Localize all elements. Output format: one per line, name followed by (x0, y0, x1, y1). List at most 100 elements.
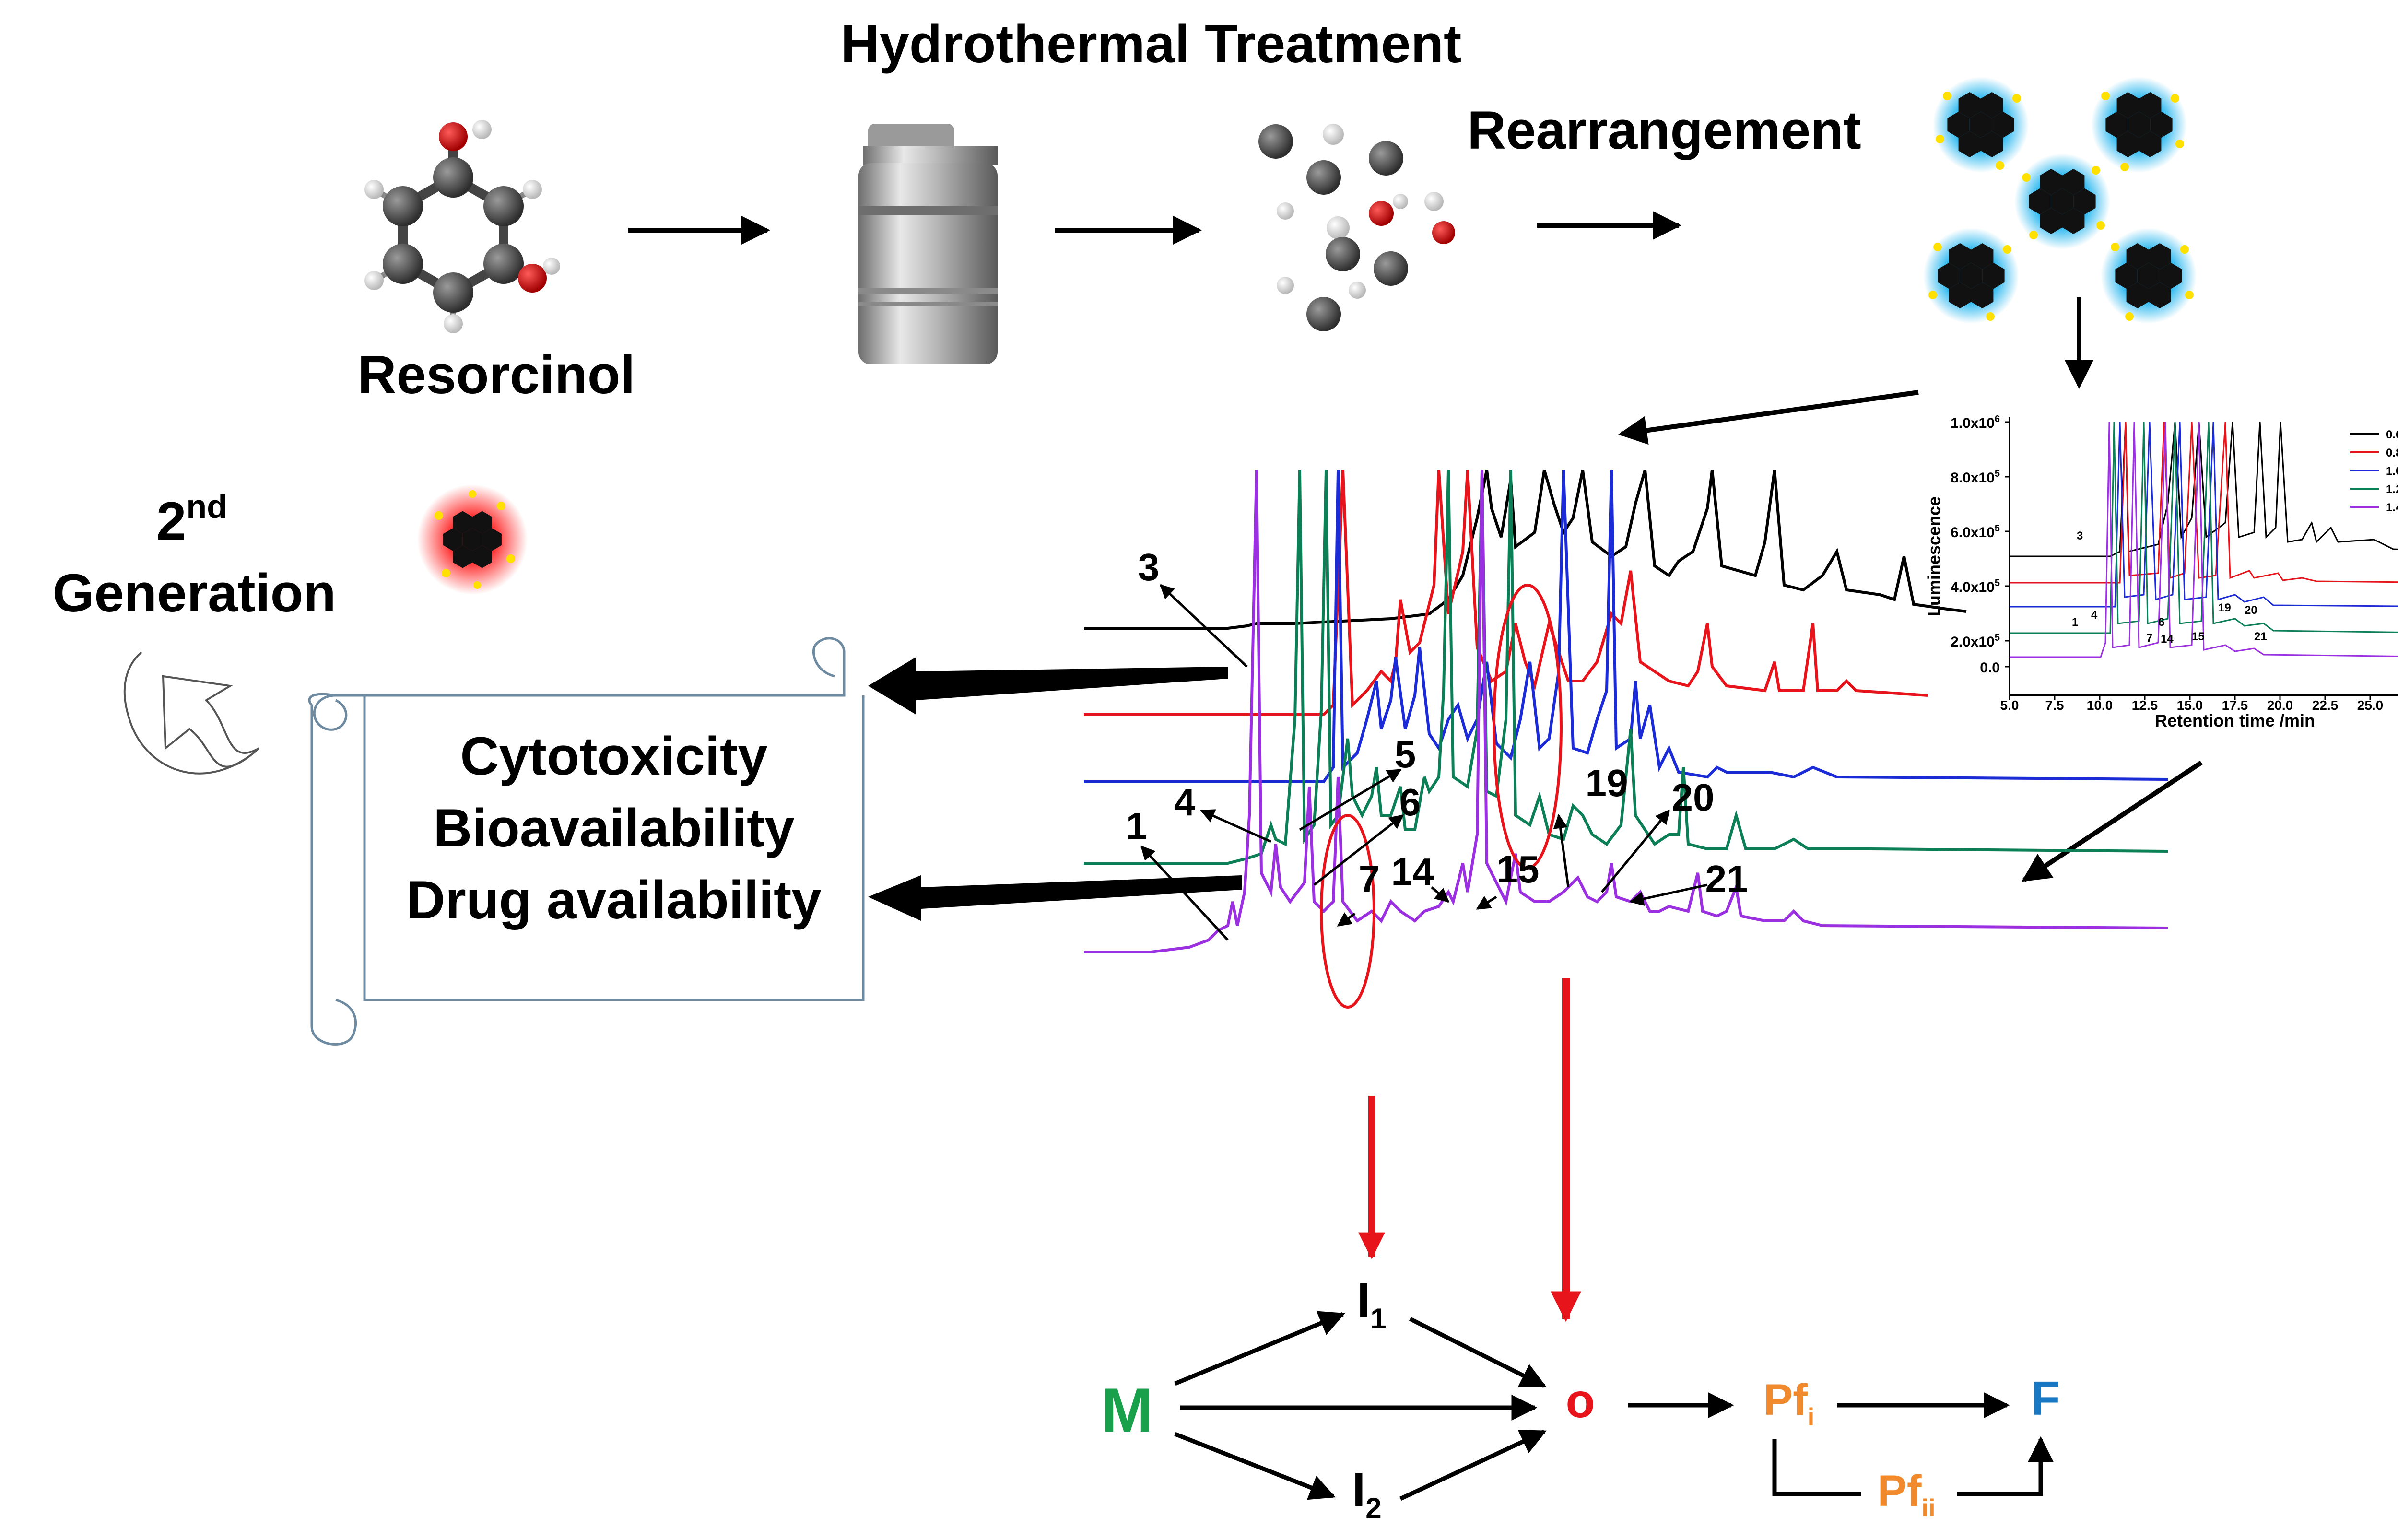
inset-peak-label: 15 (2192, 630, 2205, 643)
inset-legend-label: 1.0 mL min (2386, 465, 2398, 478)
inset-ytick-label: 2.0x105 (1951, 633, 2000, 650)
cycle-arrow-icon (162, 675, 260, 768)
highlight-ellipse-right (1493, 584, 1563, 870)
peak-arrow-1 (1140, 845, 1229, 941)
inset-chart: 1.0x106 8.0x105 6.0x105 4.0x105 2.0x105 0.0 5… (1924, 414, 2398, 730)
peak-arrow-15 (1476, 895, 1497, 910)
inset-peak-label: 6 (2158, 616, 2164, 629)
scroll-line-bioavailability: Bioavailability (433, 798, 794, 858)
mech-arrow-M-I2 (1174, 1432, 1336, 1500)
scattered-atoms-icon (1258, 124, 1455, 331)
inset-peak-label: 4 (2091, 609, 2098, 622)
inset-peak-label: 14 (2161, 633, 2174, 646)
peak-label: 7 (1359, 858, 1380, 900)
peak-arrow-21 (1629, 883, 1708, 906)
inset-peak-label: 7 (2146, 632, 2152, 645)
label-resorcinol: Resorcinol (358, 345, 635, 405)
peak-label: 4 (1174, 781, 1196, 823)
inset-peak-label: 3 (2077, 529, 2083, 542)
mech-Pfi: Pfi (1763, 1375, 1814, 1431)
peak-label: 3 (1138, 546, 1160, 588)
inset-legend-label: 0.8 mL min (2386, 447, 2398, 459)
cycle-arrow-body (123, 651, 258, 775)
inset-xtick-label: 25.0 (2357, 698, 2384, 713)
trace-purple (1084, 470, 2168, 953)
peak-arrow-19 (1553, 814, 1570, 888)
carbon-dots-blue-icon (1923, 77, 2197, 324)
label-rearrangement: Rearrangement (1467, 100, 1861, 160)
inset-xtick-label: 22.5 (2312, 698, 2339, 713)
mech-arrow-I2-O (1399, 1429, 1547, 1501)
inset-trace-black (2010, 422, 2398, 557)
mech-I1: I1 (1357, 1273, 1386, 1335)
mech-O: o (1565, 1374, 1595, 1428)
peak-arrow-7 (1337, 912, 1356, 927)
mech-I2: I2 (1352, 1463, 1381, 1524)
inset-xtick-label: 7.5 (2045, 698, 2064, 713)
arrow-inset-down (2021, 760, 2203, 882)
peak-label: 1 (1126, 805, 1148, 847)
title-hydrothermal: Hydrothermal Treatment (841, 14, 1462, 74)
inset-xtick-label: 10.0 (2087, 698, 2113, 713)
label-second-generation: Generation (52, 563, 336, 623)
peak-arrow-3 (1159, 584, 1248, 668)
resorcinol-molecule-icon (364, 120, 560, 333)
trace-blue (1084, 470, 2168, 783)
inset-trace-blue (2010, 422, 2398, 608)
peak-arrow-20 (1601, 809, 1670, 893)
mech-arrow-I1-O (1409, 1317, 1547, 1388)
inset-legend-label: 1.4 mL min (2386, 501, 2398, 514)
inset-xtick-label: 12.5 (2132, 698, 2158, 713)
mech-arrow-Pfi-Pfii (1772, 1439, 1861, 1496)
peak-arrow-4 (1200, 809, 1272, 843)
inset-peak-label: 21 (2254, 630, 2267, 643)
arrow-chart-to-scroll-top (868, 657, 1228, 715)
autoclave-icon (858, 124, 998, 364)
mech-Pfii: Pfii (1878, 1467, 1936, 1522)
scroll-line-cytotoxicity: Cytotoxicity (460, 726, 768, 786)
peak-label: 14 (1391, 850, 1434, 893)
peak-label: 21 (1705, 858, 1748, 900)
carbon-dot-red-icon (417, 484, 528, 595)
mech-M: M (1101, 1375, 1153, 1445)
peak-arrow-14 (1431, 886, 1450, 903)
inset-xtick-label: 17.5 (2222, 698, 2248, 713)
inset-trace-green (2010, 422, 2398, 634)
scroll-line-drug-availability: Drug availability (406, 870, 821, 930)
inset-ytick-label: 4.0x105 (1951, 578, 2000, 595)
inset-xtick-label: 5.0 (2000, 698, 2019, 713)
peak-label: 6 (1399, 781, 1421, 823)
inset-legend-label: 1.2 mL min (2386, 483, 2398, 496)
arrow-chart-to-scroll-bottom (868, 875, 1242, 921)
mech-arrow-M-I1 (1174, 1311, 1345, 1386)
peak-label: 5 (1395, 733, 1416, 776)
peak-arrow-6 (1313, 814, 1404, 886)
inset-ytick-label: 1.0x106 (1951, 414, 2000, 431)
mech-F: F (2031, 1372, 2060, 1425)
trace-green (1084, 470, 2168, 865)
peak-arrow-5 (1299, 768, 1402, 831)
mechanism-scheme: M I1 I2 o Pfi F Pfii (1101, 1273, 2060, 1524)
label-second-generation-number: 2nd (156, 488, 227, 551)
inset-peak-label: 19 (2218, 601, 2231, 614)
inset-peak-label: 20 (2245, 604, 2257, 617)
peak-label: 20 (1672, 776, 1715, 819)
inset-ytick-label: 6.0x105 (1951, 523, 2000, 541)
inset-xtick-label: 20.0 (2267, 698, 2293, 713)
inset-peak-label: 1 (2072, 616, 2078, 629)
inset-xtick-label: 15.0 (2177, 698, 2203, 713)
peak-label: 15 (1497, 848, 1540, 891)
inset-xlabel: Retention time /min (2155, 711, 2315, 730)
peak-label: 19 (1586, 762, 1628, 804)
scroll-box (308, 637, 865, 1046)
inset-ylabel: Luminescence (1924, 496, 1944, 616)
trace-black (1084, 470, 1967, 630)
highlight-ellipse-left (1320, 814, 1375, 1009)
inset-ytick-label: 0.0 (1980, 660, 2000, 676)
inset-ytick-label: 8.0x105 (1951, 469, 2000, 486)
arrow-inset-to-chart (1618, 390, 1919, 445)
inset-legend-label: 0.6 mL min (2386, 428, 2398, 441)
mech-arrow-Pfii-F (1957, 1436, 2054, 1496)
